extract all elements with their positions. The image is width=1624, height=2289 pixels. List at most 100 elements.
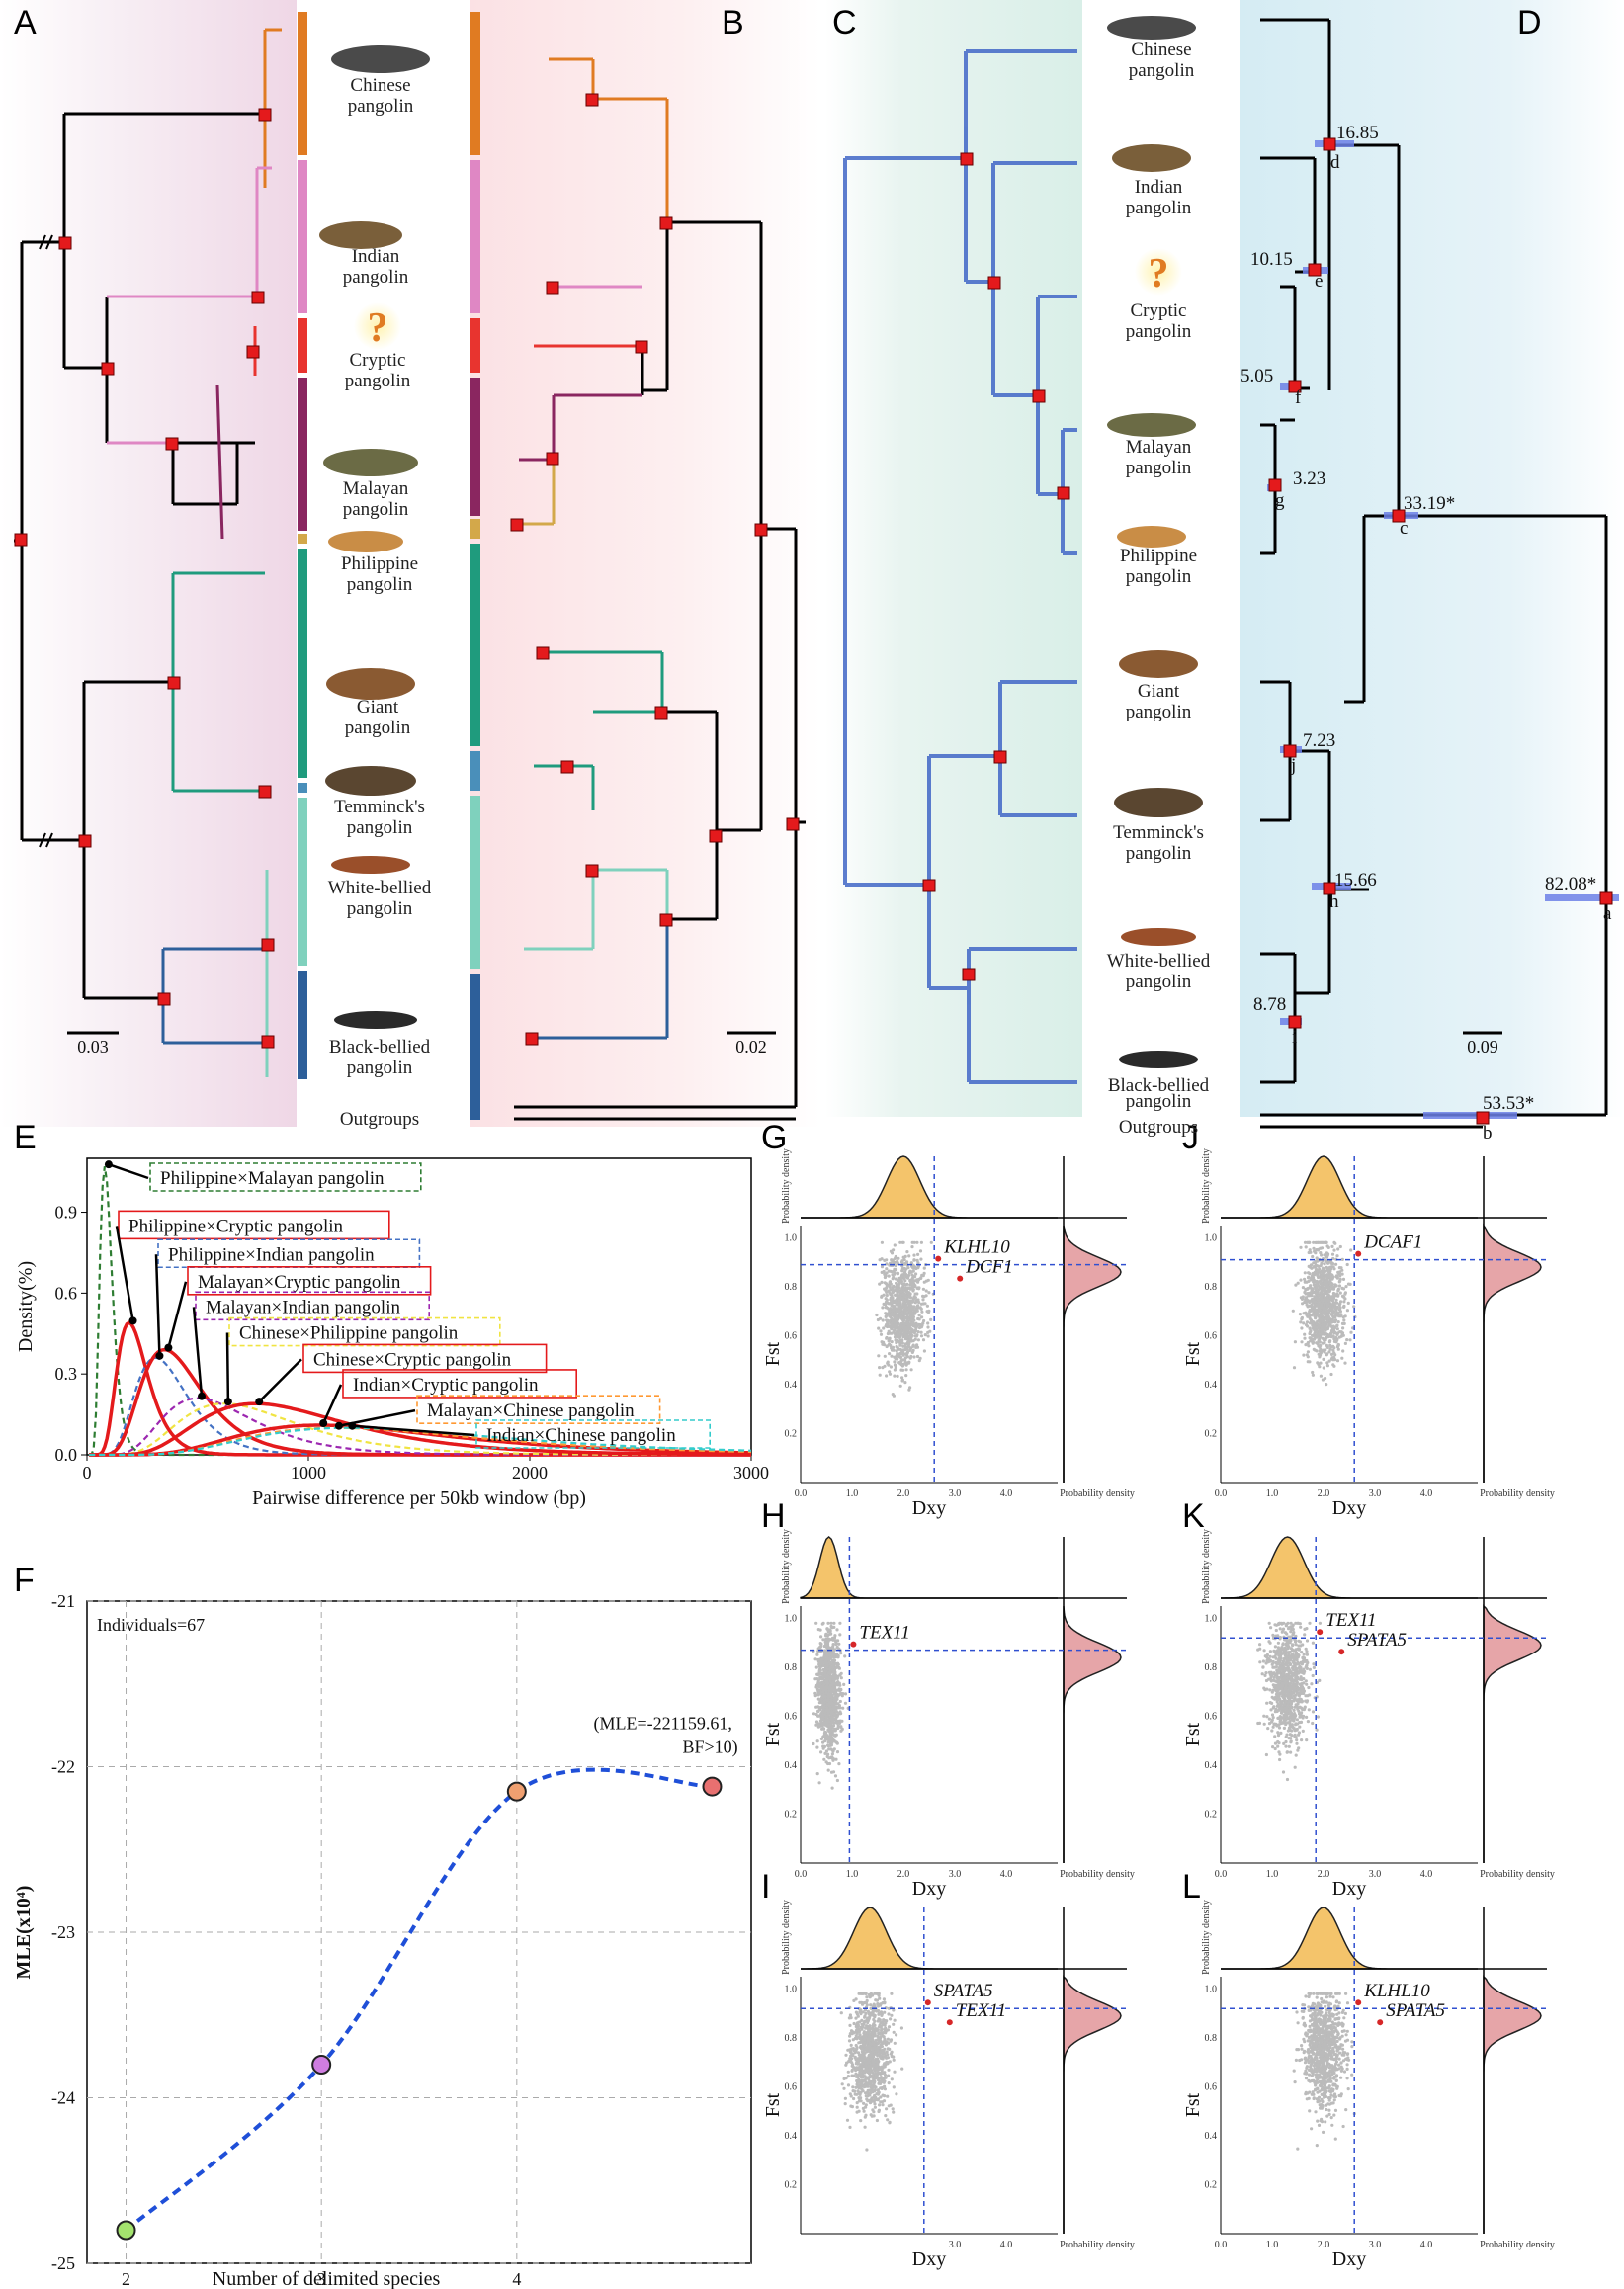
scatter-point xyxy=(861,2010,865,2014)
scatter-point xyxy=(1331,1296,1336,1300)
scatter-point xyxy=(857,2030,862,2034)
scatter-point xyxy=(1272,1649,1276,1653)
scatter-point xyxy=(831,1653,835,1656)
chart-e-arrowhead xyxy=(319,1419,328,1427)
scatter-point xyxy=(1308,1336,1312,1340)
scatter-point xyxy=(1350,2045,1354,2049)
scatter-point xyxy=(888,1352,892,1356)
scatter-point xyxy=(1318,1286,1322,1291)
scatter-point xyxy=(844,2053,848,2057)
scatter-point xyxy=(874,2095,878,2099)
scatter-point xyxy=(1293,1668,1297,1672)
scatter-point xyxy=(926,1278,930,1282)
scatter-point xyxy=(842,1682,846,1686)
scatter-point xyxy=(890,1294,894,1298)
chart-f-xtick-label: 2 xyxy=(122,2269,130,2289)
scatter-point xyxy=(909,1368,913,1372)
scatter-point xyxy=(1293,1640,1298,1644)
tree-a-break-marks xyxy=(39,234,53,848)
scatter-point xyxy=(897,1290,901,1294)
scatter-point xyxy=(882,2022,886,2026)
scatter-point xyxy=(1260,1672,1264,1676)
scatter-point xyxy=(1286,1701,1290,1705)
scatter-point xyxy=(894,1334,897,1338)
scatter-point xyxy=(1331,1302,1335,1306)
scatter-point xyxy=(1337,1271,1341,1275)
scatter-point xyxy=(859,2025,863,2029)
chart-e-series-label: Malayan×Indian pangolin xyxy=(206,1297,400,1317)
scatter-point xyxy=(854,2066,859,2070)
scatter-point xyxy=(1334,1284,1338,1288)
scatter-point xyxy=(880,1240,885,1244)
scatter-point xyxy=(909,1354,913,1359)
scatter-point xyxy=(1271,1725,1275,1729)
scatter-point xyxy=(1321,1341,1325,1345)
scatter-point xyxy=(829,1662,833,1666)
scatter-point xyxy=(830,1786,834,1790)
scatter-point xyxy=(825,1674,829,1678)
scatter-point xyxy=(838,1712,842,1716)
scatter-point xyxy=(858,2070,862,2074)
scatter-point xyxy=(901,1255,905,1259)
scatter-point xyxy=(889,2103,893,2107)
scatter-point xyxy=(1307,1708,1311,1712)
scatter-point xyxy=(921,1287,926,1291)
scatter-point xyxy=(880,1280,884,1284)
scatter-point xyxy=(1278,1627,1282,1631)
scatter-point xyxy=(892,2022,896,2026)
scatter-point xyxy=(1278,1697,1282,1701)
scatter-point xyxy=(877,2108,882,2112)
chart-e-series-label: Indian×Cryptic pangolin xyxy=(353,1375,539,1396)
scatter-point xyxy=(1278,1757,1282,1762)
scatter-point xyxy=(1280,1673,1284,1677)
scatter-point xyxy=(830,1752,835,1756)
label-indian-2: pangolin xyxy=(343,267,409,288)
scatter-point xyxy=(908,1279,912,1283)
scatter-point xyxy=(1329,1357,1333,1361)
scatter-point xyxy=(917,1317,921,1321)
scatter-point xyxy=(1274,1665,1278,1669)
top-density xyxy=(801,1907,1058,1970)
gene-point xyxy=(946,2019,953,2026)
scatter-point xyxy=(1299,1320,1303,1324)
scatter-point xyxy=(1302,1656,1307,1660)
scatter-point xyxy=(1311,1373,1315,1377)
scatter-point xyxy=(870,2096,874,2100)
scatter-point xyxy=(1316,1361,1320,1365)
scatter-point xyxy=(1292,1708,1296,1712)
scatter-point xyxy=(1296,1687,1300,1691)
scatter-point xyxy=(830,1740,834,1744)
scatter-point xyxy=(1299,1278,1303,1282)
scatter-point xyxy=(893,1374,897,1378)
scatter-point xyxy=(1287,1658,1291,1662)
chart-e-frame xyxy=(86,1157,752,1456)
scatter-point xyxy=(1282,1726,1286,1730)
scatter-point xyxy=(1282,1656,1286,1661)
scatter-point xyxy=(1286,1647,1290,1651)
scatter-point xyxy=(1297,1700,1301,1704)
scatter-point xyxy=(844,2077,848,2080)
scatter-point xyxy=(822,1757,826,1761)
scatter-point xyxy=(904,1267,908,1271)
scatter-point xyxy=(1303,1240,1308,1244)
scatter-point xyxy=(1305,1298,1309,1302)
scatter-point xyxy=(889,2017,893,2021)
scatter-point xyxy=(1325,1305,1329,1309)
scatter-point xyxy=(919,1330,923,1334)
chart-e-arrowhead xyxy=(255,1398,264,1406)
scatter-point xyxy=(824,1653,828,1656)
scatter-point xyxy=(887,2025,892,2029)
scatter-point xyxy=(1271,1633,1275,1637)
top-density xyxy=(801,1155,1058,1219)
y-tick-label: 0.8 xyxy=(1205,1282,1218,1293)
scatter-point xyxy=(869,2100,873,2104)
chart-f-ytick-label: -24 xyxy=(51,2088,75,2108)
scatter-point xyxy=(916,1306,921,1310)
scatter-point xyxy=(912,1284,917,1289)
scatter-point xyxy=(1305,1715,1309,1719)
scatter-point xyxy=(851,2053,855,2057)
scatter-point xyxy=(1300,1699,1304,1703)
scatter-point xyxy=(1313,1332,1317,1336)
scatter-point xyxy=(830,1690,834,1694)
scatter-point xyxy=(1268,1650,1272,1653)
